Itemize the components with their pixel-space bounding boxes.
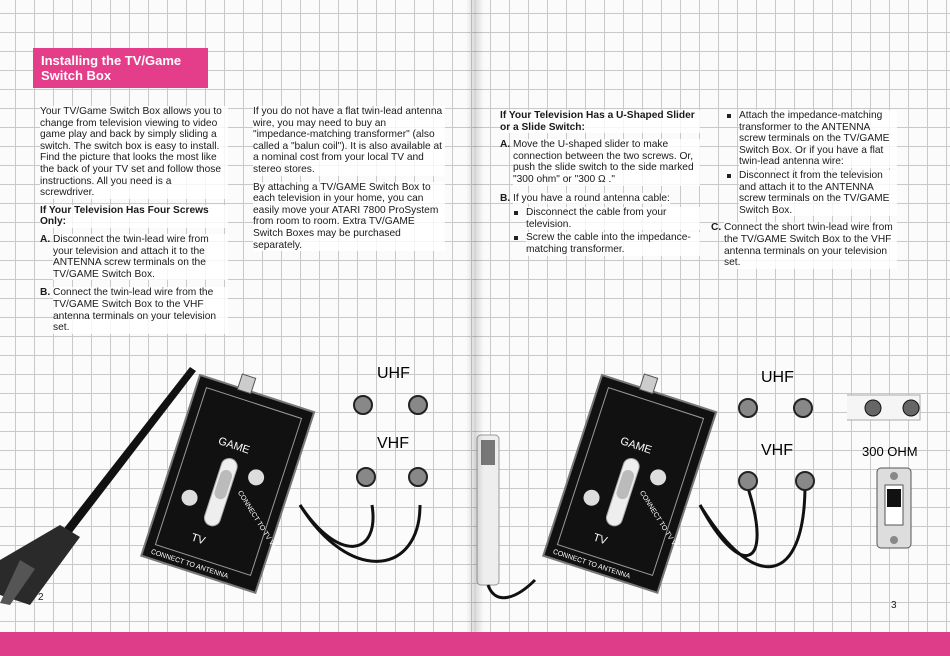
uhf-terminal-icon bbox=[408, 395, 428, 415]
right-page: If Your Television Has a U-Shaped Slider… bbox=[475, 0, 950, 656]
page-number: 3 bbox=[891, 600, 897, 611]
step-a: A. Disconnect the twin-lead wire from yo… bbox=[40, 233, 228, 281]
step-label: A. bbox=[500, 139, 511, 151]
uhf-label: UHF bbox=[761, 369, 794, 386]
step-label: B. bbox=[40, 287, 51, 299]
step-c: C. Connect the short twin-lead wire from… bbox=[711, 222, 897, 269]
list-item: Disconnect the cable from your televisio… bbox=[514, 207, 700, 231]
step-b: B. Connect the twin-lead wire from the T… bbox=[40, 287, 228, 334]
page-number: 2 bbox=[38, 592, 44, 603]
u-shaped-slider-icon bbox=[847, 394, 921, 421]
list-item: Attach the impedance-matching transforme… bbox=[727, 110, 897, 168]
switch-box-icon: GAME TV CONNECT TO TV VHF CONNECT TO ANT… bbox=[140, 373, 316, 595]
list-item: Screw the cable into the impedance-match… bbox=[514, 232, 700, 256]
balun-paragraph: If you do not have a flat twin-lead ante… bbox=[253, 106, 445, 176]
step-text: Disconnect the twin-lead wire from your … bbox=[53, 233, 228, 281]
step-label: C. bbox=[711, 222, 722, 234]
right-column-2: Attach the impedance-matching transforme… bbox=[711, 110, 897, 276]
left-page: Installing the TV/Game Switch Box Your T… bbox=[0, 0, 475, 656]
vhf-label: VHF bbox=[761, 442, 793, 459]
impedance-transformer-icon bbox=[476, 434, 537, 600]
intro-paragraph: Your TV/Game Switch Box allows you to ch… bbox=[40, 106, 228, 199]
step-label: A. bbox=[40, 233, 51, 245]
right-column-1: If Your Television Has a U-Shaped Slider… bbox=[500, 110, 700, 258]
page-title: Installing the TV/Game Switch Box bbox=[33, 48, 208, 88]
step-text: Move the U-shaped slider to make connect… bbox=[513, 139, 700, 186]
step-b-bullets: Disconnect the cable from your televisio… bbox=[500, 207, 700, 256]
step-text: Connect the twin-lead wire from the TV/G… bbox=[53, 287, 228, 334]
uhf-label: UHF bbox=[377, 365, 410, 382]
switch-box-icon: GAME TV CONNECT TO TV VHF CONNECT TO ANT… bbox=[542, 373, 718, 595]
left-column-1: Your TV/Game Switch Box allows you to ch… bbox=[40, 106, 228, 341]
vhf-label: VHF bbox=[377, 435, 409, 452]
300-ohm-label: 300 OHM bbox=[862, 444, 918, 459]
multiple-tv-paragraph: By attaching a TV/GAME Switch Box to eac… bbox=[253, 181, 445, 252]
step-a: A. Move the U-shaped slider to make conn… bbox=[500, 139, 700, 186]
uhf-terminal-icon bbox=[353, 395, 373, 415]
list-item: Disconnect it from the television and at… bbox=[727, 169, 897, 217]
vhf-terminal-icon bbox=[738, 471, 758, 491]
bottom-accent-bar bbox=[0, 632, 950, 656]
tv-label: TV bbox=[592, 532, 610, 548]
uhf-terminal-icon bbox=[738, 398, 758, 418]
screwdriver-icon bbox=[0, 367, 196, 605]
switch-box-four-screws-illustration: GAME TV CONNECT TO TV VHF CONNECT TO ANT… bbox=[0, 365, 428, 605]
vhf-terminal-icon bbox=[356, 467, 376, 487]
slide-switch-icon bbox=[876, 467, 912, 549]
uhf-terminal-icon bbox=[793, 398, 813, 418]
step-text: Connect the short twin-lead wire from th… bbox=[724, 222, 897, 269]
step-text: If you have a round antenna cable: bbox=[513, 192, 670, 205]
switch-box-slider-illustration: GAME TV CONNECT TO TV VHF CONNECT TO ANT… bbox=[476, 369, 921, 600]
left-column-2: If you do not have a flat twin-lead ante… bbox=[253, 106, 445, 257]
u-slider-heading: If Your Television Has a U-Shaped Slider… bbox=[500, 110, 700, 134]
four-screws-heading: If Your Television Has Four Screws Only: bbox=[40, 204, 228, 228]
step-b: B. If you have a round antenna cable: bbox=[500, 192, 700, 205]
tv-label: TV bbox=[190, 532, 208, 548]
vhf-terminal-icon bbox=[795, 471, 815, 491]
vhf-terminal-icon bbox=[408, 467, 428, 487]
step-label: B. bbox=[500, 192, 511, 204]
book-gutter bbox=[466, 0, 484, 656]
